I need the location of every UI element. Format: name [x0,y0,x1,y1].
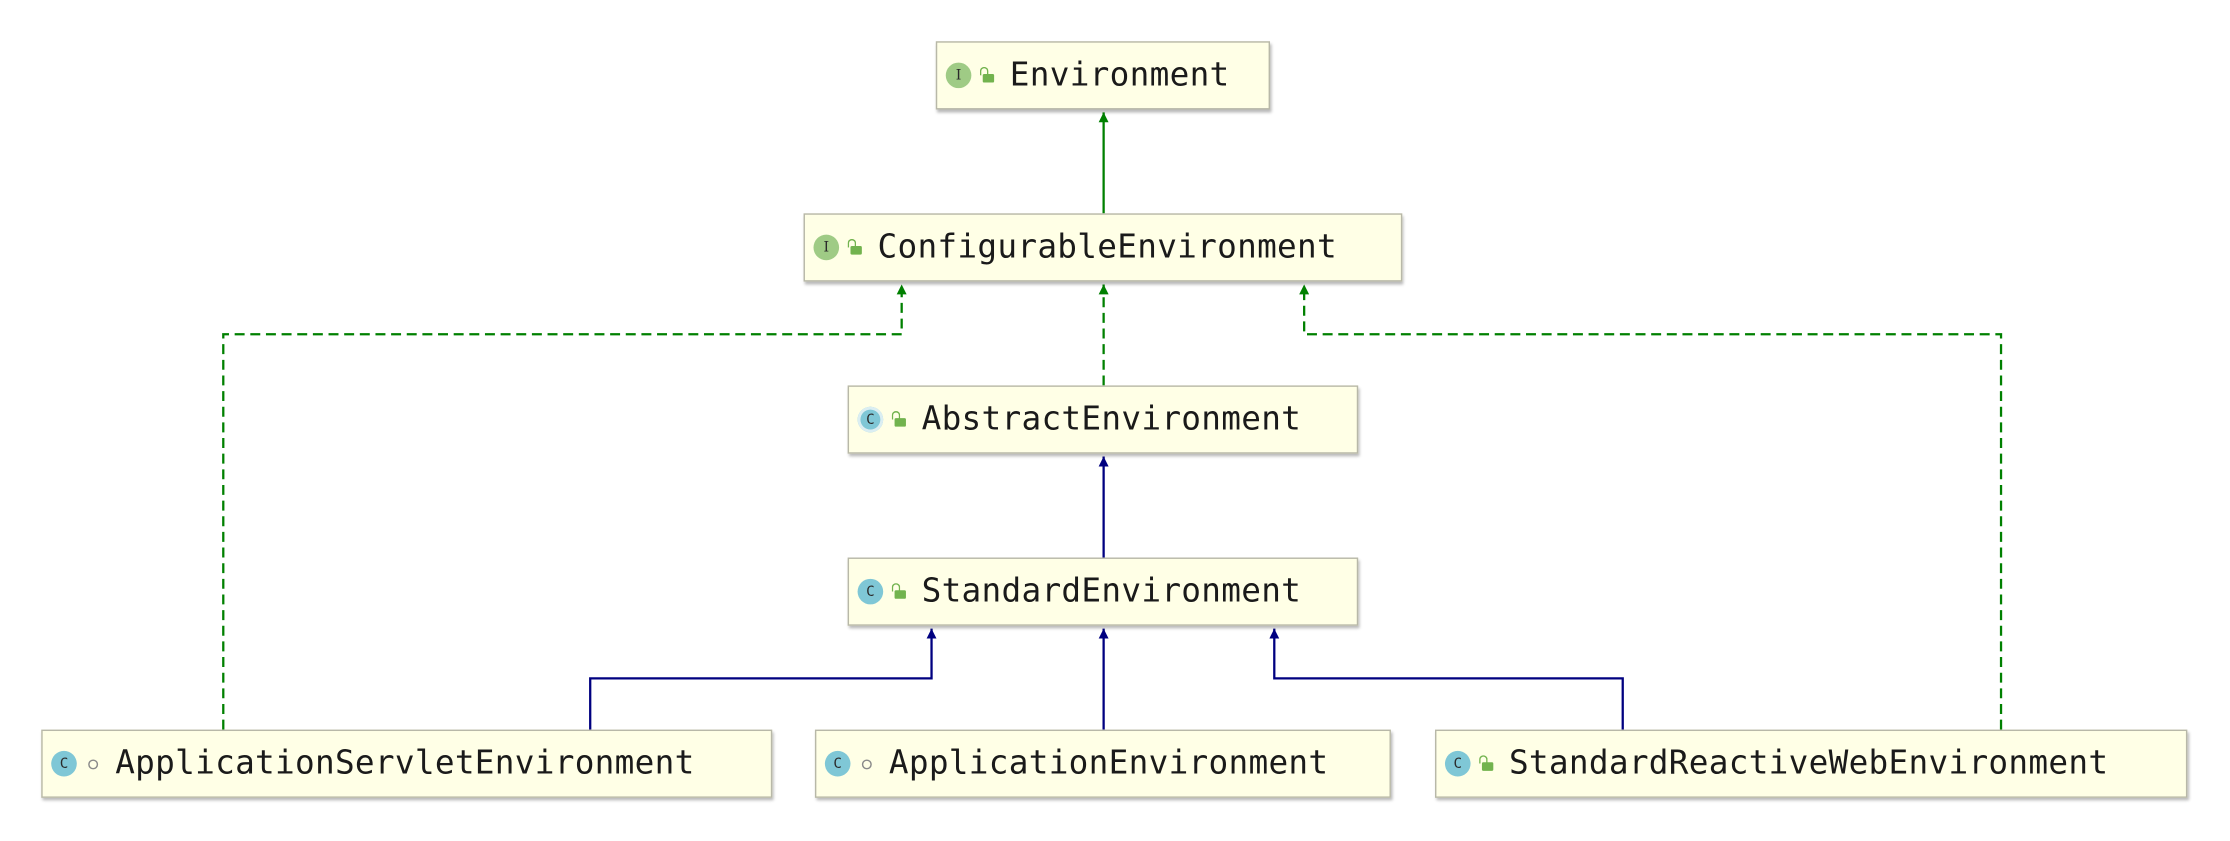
class-icon: C [824,750,851,777]
node-label: ConfigurableEnvironment [877,228,1338,266]
node-label: StandardReactiveWebEnvironment [1508,745,2109,783]
node-label: AbstractEnvironment [921,401,1302,439]
node-label: ApplicationEnvironment [888,745,1329,783]
node-label: StandardEnvironment [921,573,1302,611]
edge-reactive-to-configurable [1299,284,2003,730]
node-application-servlet-environment[interactable]: C ApplicationServletEnvironment [41,729,773,798]
edge-servlet-to-standard [589,628,937,730]
abstract-class-icon: C [857,406,884,433]
public-visibility-icon [887,407,910,433]
public-visibility-icon [887,579,910,605]
node-standard-environment[interactable]: C StandardEnvironment [847,557,1359,626]
class-icon: C [857,578,884,605]
edge-servlet-to-configurable [222,284,907,730]
node-standard-reactive-web-environment[interactable]: C StandardReactiveWebEnvironment [1434,729,2188,798]
class-icon: C [1444,750,1471,777]
interface-icon: I [813,234,840,261]
public-visibility-icon [976,63,999,89]
node-label: Environment [1009,56,1230,94]
node-application-environment[interactable]: C ApplicationEnvironment [814,729,1391,798]
node-configurable-environment[interactable]: I ConfigurableEnvironment [803,213,1403,282]
node-environment[interactable]: I Environment [935,41,1271,110]
class-icon: C [51,750,77,777]
node-label: ApplicationServletEnvironment [115,745,695,783]
package-visibility-icon [81,751,104,777]
public-visibility-icon [1475,751,1498,777]
node-abstract-environment[interactable]: C AbstractEnvironment [847,385,1359,454]
interface-icon: I [945,62,972,89]
edge-reactive-to-standard [1269,628,1624,730]
package-visibility-icon [855,751,878,777]
public-visibility-icon [843,235,866,261]
